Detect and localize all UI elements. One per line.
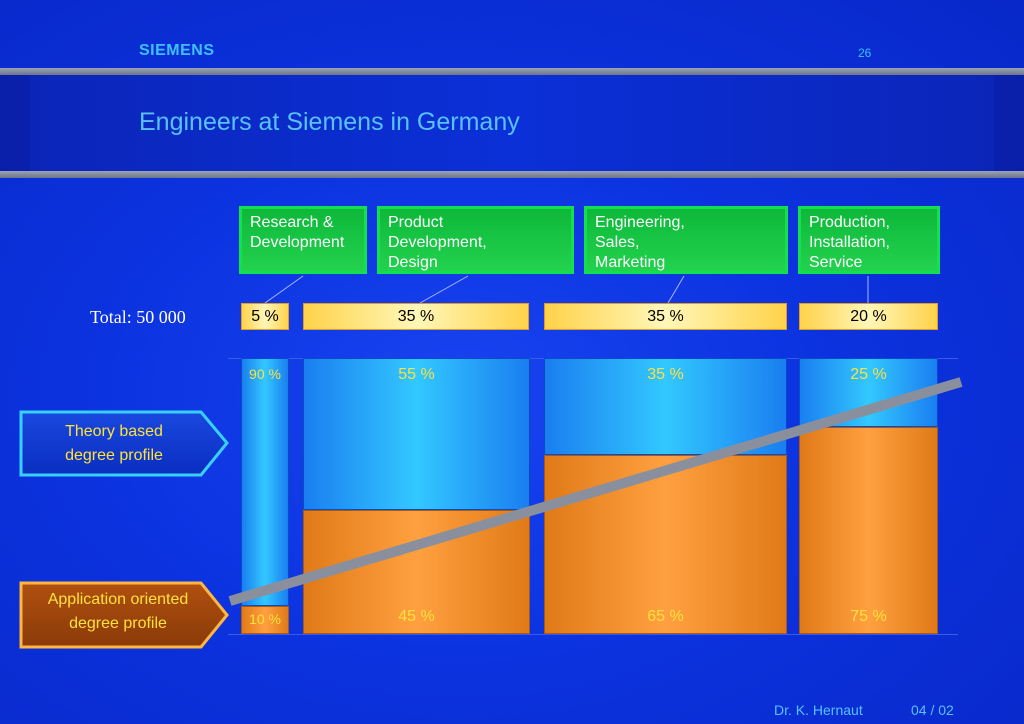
bottom-divider <box>0 171 1024 178</box>
label-application-engineering-sales: 65 % <box>647 608 684 625</box>
category-box-engineering-sales: Engineering, Sales, Marketing <box>584 206 788 274</box>
label-application-production: 75 % <box>850 608 887 625</box>
chart-bottom-guide <box>228 634 958 635</box>
label-theory-engineering-sales: 35 % <box>647 366 684 383</box>
category-box-rd: Research & Development <box>239 206 367 274</box>
label-theory-production: 25 % <box>850 366 887 383</box>
label-application-product-development: 45 % <box>398 608 435 625</box>
bar-theory-rd <box>241 358 289 607</box>
label-application-rd: 10 % <box>249 611 281 627</box>
theory-profile-label: Theory based degree profile <box>65 423 163 464</box>
share-box-product-development: 35 % <box>303 303 529 330</box>
siemens-logo: SIEMENS <box>139 42 215 59</box>
connector-line-1 <box>264 275 304 304</box>
page-number: 26 <box>858 46 872 60</box>
footer-date: 04 / 02 <box>911 702 954 718</box>
share-box-rd: 5 % <box>241 303 289 330</box>
page-title: Engineers at Siemens in Germany <box>139 108 520 136</box>
bar-application-rd <box>241 606 289 634</box>
top-divider <box>0 68 1024 75</box>
bar-application-production <box>799 427 938 634</box>
label-theory-rd: 90 % <box>249 366 281 382</box>
connector-line-2 <box>419 275 469 304</box>
category-box-product-development: Product Development, Design <box>377 206 574 274</box>
footer-author: Dr. K. Hernaut <box>774 702 863 718</box>
label-theory-product-development: 55 % <box>398 366 435 383</box>
category-box-production: Production, Installation, Service <box>798 206 940 274</box>
total-label: Total: 50 000 <box>90 307 186 327</box>
application-profile-label: Application oriented degree profile <box>47 591 189 632</box>
share-box-production: 20 % <box>799 303 938 330</box>
share-box-engineering-sales: 35 % <box>544 303 787 330</box>
connector-line-3 <box>667 275 685 304</box>
header-band-inner <box>30 75 994 172</box>
